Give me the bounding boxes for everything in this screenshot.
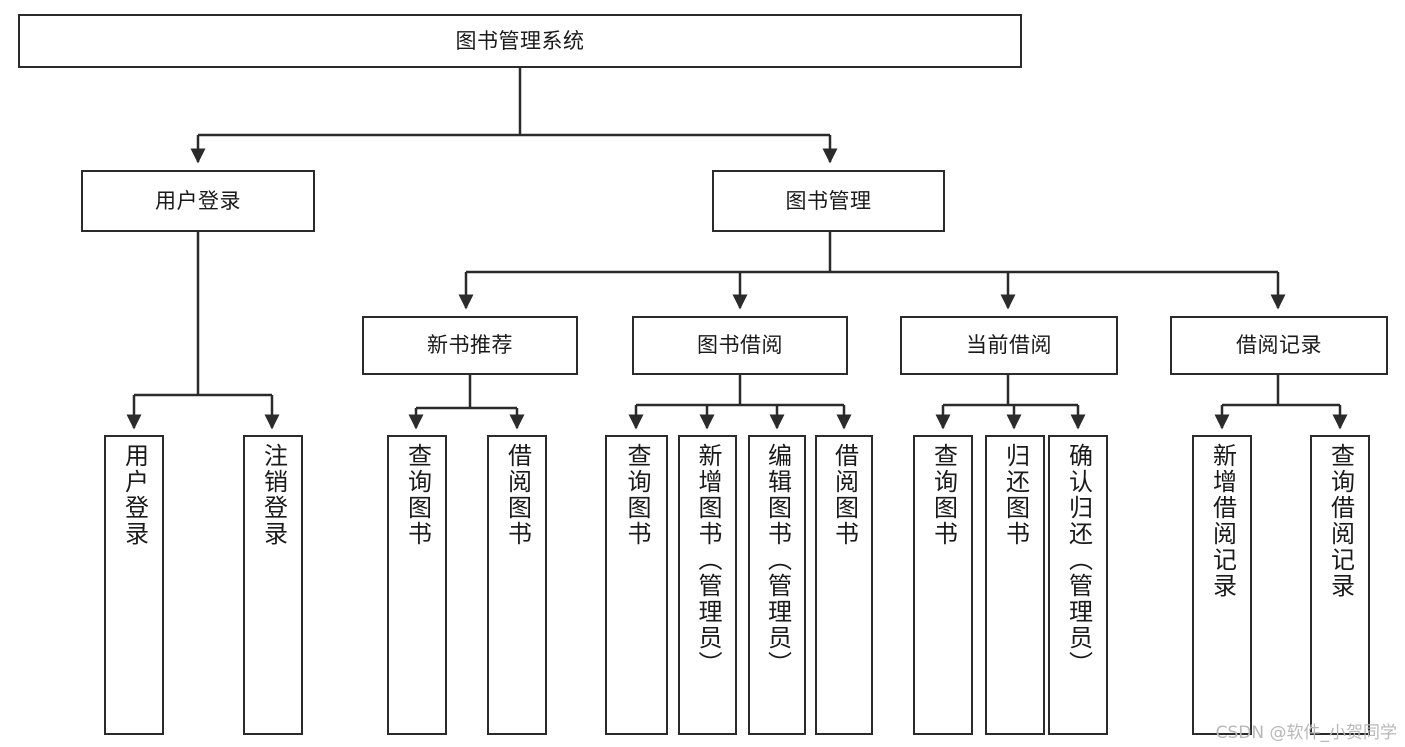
node-label: 图书管理	[785, 188, 872, 213]
node-book-borrow[interactable]: 图书借阅	[632, 316, 848, 375]
node-label: 用户登录	[120, 443, 149, 547]
node-label: 借阅记录	[1236, 333, 1322, 358]
leaf-query-book-borrow[interactable]: 查询图书	[605, 435, 668, 735]
node-root-book-management-system[interactable]: 图书管理系统	[18, 14, 1022, 68]
leaf-return-book[interactable]: 归还图书	[985, 435, 1045, 735]
leaf-confirm-return-admin[interactable]: 确认归还（管理员）	[1048, 435, 1108, 735]
node-label: 用户登录	[155, 188, 241, 213]
node-label: 编辑图书（管理员）	[763, 443, 792, 677]
node-label: 当前借阅	[966, 333, 1052, 358]
node-label: 注销登录	[259, 443, 288, 547]
node-user-login[interactable]: 用户登录	[81, 170, 315, 232]
node-label: 图书借阅	[697, 333, 783, 358]
node-borrow-record[interactable]: 借阅记录	[1170, 316, 1388, 375]
leaf-user-login[interactable]: 用户登录	[104, 435, 164, 735]
leaf-edit-book-admin[interactable]: 编辑图书（管理员）	[748, 435, 806, 735]
node-book-management[interactable]: 图书管理	[712, 170, 945, 232]
csdn-watermark: CSDN @软件_小贺同学	[1215, 723, 1397, 743]
node-label: 图书管理系统	[455, 28, 585, 53]
node-new-book-recommend[interactable]: 新书推荐	[362, 316, 578, 375]
leaf-add-borrow-record[interactable]: 新增借阅记录	[1192, 435, 1252, 735]
node-label: 查询图书	[403, 443, 432, 547]
leaf-query-borrow-record[interactable]: 查询借阅记录	[1310, 435, 1370, 735]
node-label: 借阅图书	[830, 443, 859, 547]
node-label: 确认归还（管理员）	[1064, 443, 1093, 677]
node-label: 借阅图书	[503, 443, 532, 547]
leaf-query-book-current[interactable]: 查询图书	[913, 435, 973, 735]
node-label: 新增图书（管理员）	[693, 443, 722, 677]
leaf-borrow-book[interactable]: 借阅图书	[815, 435, 873, 735]
leaf-add-book-admin[interactable]: 新增图书（管理员）	[678, 435, 737, 735]
leaf-logout[interactable]: 注销登录	[243, 435, 303, 735]
node-label: 新书推荐	[427, 333, 513, 358]
node-label: 新增借阅记录	[1208, 443, 1237, 599]
leaf-borrow-book-newbook[interactable]: 借阅图书	[487, 435, 547, 735]
node-label: 查询借阅记录	[1326, 443, 1355, 599]
node-label: 查询图书	[929, 443, 958, 547]
node-label: 查询图书	[622, 443, 651, 547]
node-current-borrow[interactable]: 当前借阅	[900, 316, 1118, 375]
leaf-query-book-newbook[interactable]: 查询图书	[387, 435, 447, 735]
node-label: 归还图书	[1001, 443, 1030, 547]
